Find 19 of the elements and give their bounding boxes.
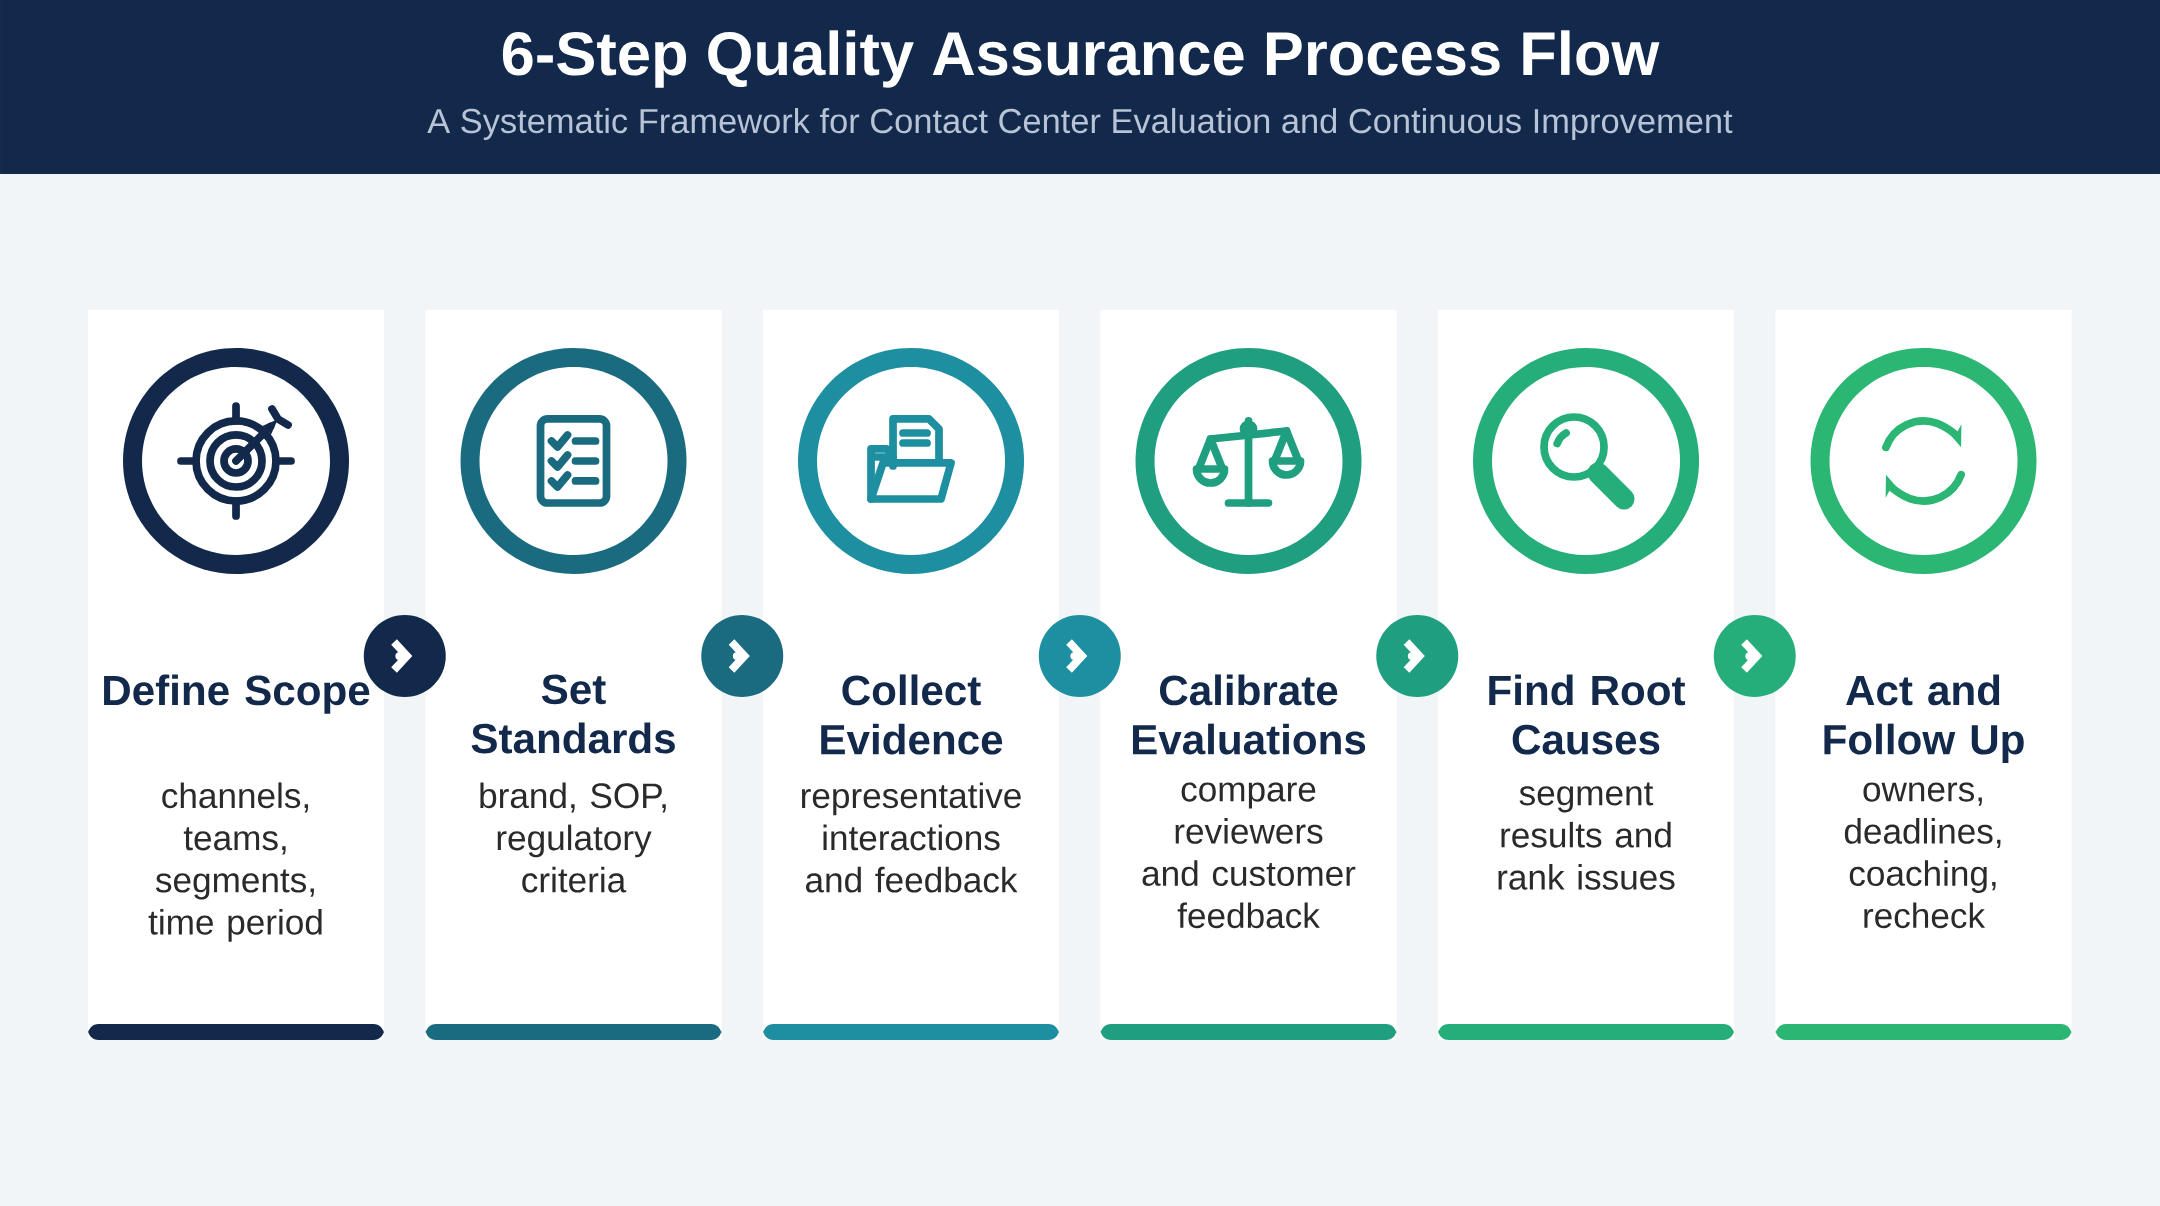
arrow — [701, 615, 784, 697]
step-description: segment results and rank issues — [1498, 782, 1675, 890]
step-description: channels, teams, segments, time period — [148, 782, 322, 942]
step-description: owners, deadlines, coaching, recheck — [1844, 782, 2001, 929]
arrow — [1376, 615, 1459, 697]
step-heading: Find Root Causes — [1489, 674, 1686, 755]
title: 6-Step Quality Assurance Process Flow — [502, 30, 1660, 88]
step-heading: Collect Evidence — [821, 674, 1003, 755]
step-heading: Act and Follow Up — [1824, 674, 2024, 763]
arrow — [363, 615, 446, 697]
step-description: compare reviewers and customer feedback — [1142, 782, 1356, 929]
step-heading: Calibrate Evaluations — [1132, 674, 1366, 755]
step-heading: Set Standards — [471, 674, 675, 754]
subtitle: A Systematic Framework for Contact Center Evaluation and Continuous Improvement — [427, 107, 1733, 141]
step-heading: Define Scope — [104, 674, 370, 714]
step-description: brand, SOP, regulatory criteria — [480, 782, 666, 893]
arrow — [1038, 615, 1121, 697]
step-description: representative interactions and feedback — [801, 782, 1021, 893]
arrow — [1713, 615, 1796, 697]
